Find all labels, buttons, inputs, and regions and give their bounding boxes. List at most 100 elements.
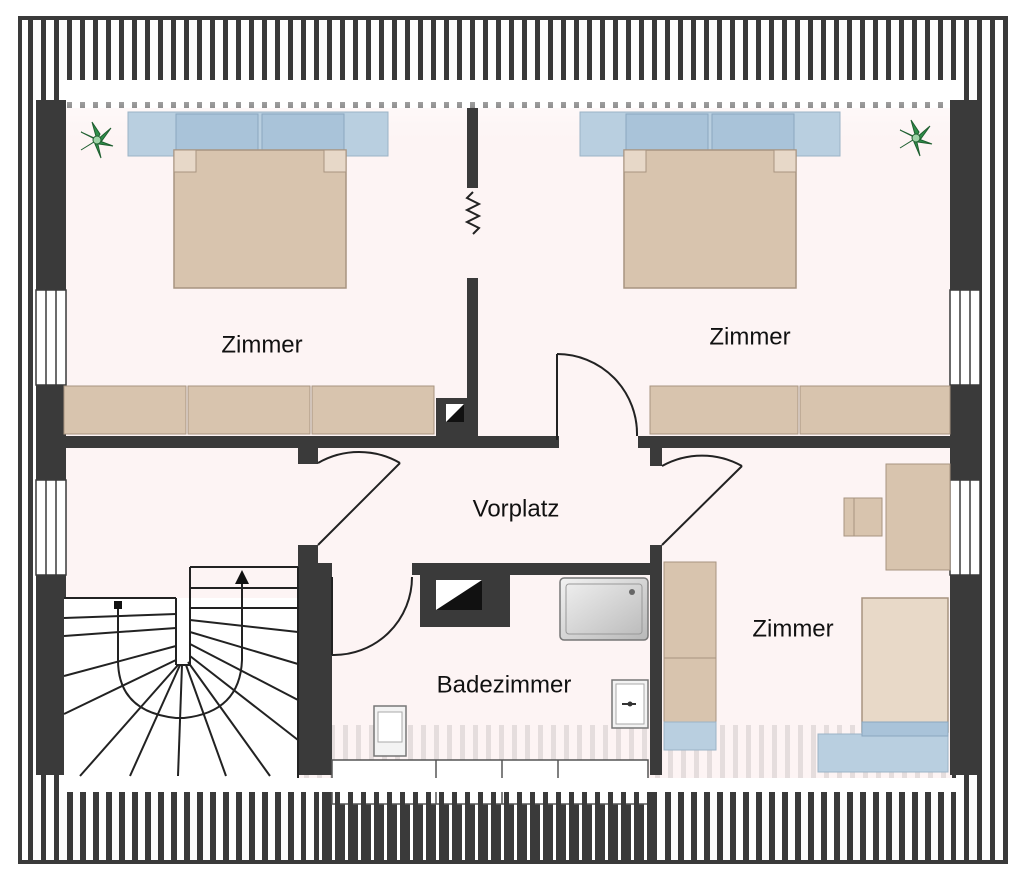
eave-stripe (473, 725, 478, 778)
roof-stripe (478, 790, 483, 862)
eave-stripe (330, 725, 335, 778)
eave-stripe (707, 725, 712, 778)
roof-stripe (582, 790, 587, 862)
roof-stripe (146, 790, 151, 862)
eave-stripe (538, 725, 543, 778)
windows (35, 289, 981, 576)
roof-stripe (692, 790, 697, 862)
stair-tread (189, 631, 299, 665)
roof-stripe (400, 790, 405, 862)
roof-stripe (809, 790, 814, 862)
roof-stripe (530, 790, 535, 862)
partition-zigzag (464, 191, 482, 235)
roof-stripe (94, 790, 99, 862)
eave-stripe (759, 725, 764, 778)
roof-stripe (861, 790, 866, 862)
bedroom-top-left (63, 111, 435, 435)
eave-stripe (486, 725, 491, 778)
roof-stripe (465, 790, 470, 862)
eave-stripe (785, 725, 790, 778)
roof-stripe (289, 790, 294, 862)
roof-stripe (224, 790, 229, 862)
stair-tread (177, 664, 183, 777)
roof-stripe (608, 790, 613, 862)
roof-stripe (926, 790, 931, 862)
roof-stripe (731, 790, 736, 862)
outer-walls (36, 100, 980, 775)
stair-tread (129, 664, 181, 777)
roof-stripe (887, 790, 892, 862)
roof-stripe (276, 790, 281, 862)
eave-stripe (343, 725, 348, 778)
roof-stripe (718, 790, 723, 862)
arrow-up-icon (235, 570, 249, 584)
plant-icon (80, 121, 114, 159)
room-label-zimmer-top-right: Zimmer (709, 323, 790, 350)
roof-stripe (68, 790, 73, 862)
eave-stripe (551, 725, 556, 778)
roof-stripe (569, 790, 574, 862)
roof-stripe (517, 790, 522, 862)
eave-stripe (564, 725, 569, 778)
eave-stripe (447, 725, 452, 778)
stair-tread (189, 655, 299, 741)
roof-stripe (185, 790, 190, 862)
roof-stripe (647, 790, 652, 862)
eave-stripe (525, 725, 530, 778)
roof-stripe (263, 790, 268, 862)
roof-band-bottom (60, 778, 956, 792)
eave-stripe (746, 725, 751, 778)
eave-stripe (460, 725, 465, 778)
eave-stripe (356, 725, 361, 778)
room-label-zimmer-bottom-right: Zimmer (752, 615, 833, 642)
roof-stripe (452, 790, 457, 862)
eave-stripe (577, 725, 582, 778)
eave-stripe (512, 725, 517, 778)
roof-stripe (198, 790, 203, 862)
roof-stripe (848, 790, 853, 862)
roof-stripe (595, 790, 600, 862)
roof-stripe (1003, 18, 1008, 862)
eave-stripe (772, 725, 777, 778)
roof-stripe (504, 790, 509, 862)
room-label-vorplatz: Vorplatz (473, 495, 560, 522)
roof-stripe (543, 790, 548, 862)
roof-stripe (159, 790, 164, 862)
eave-stripe (590, 725, 595, 778)
stair-start-marker (114, 601, 122, 609)
roof-stripe (666, 790, 671, 862)
eave-stripe (811, 725, 816, 778)
roof-band (60, 80, 956, 102)
stair-tread (187, 661, 271, 777)
door-swings (317, 353, 743, 657)
roof-stripe (322, 790, 327, 862)
roof-stripe (81, 790, 86, 862)
roof-stripe (426, 790, 431, 862)
roof-stripe (413, 790, 418, 862)
room-label-zimmer-top-left: Zimmer (221, 331, 302, 358)
eave-stripe (629, 725, 634, 778)
roof-stripe (361, 790, 366, 862)
eave-stripe (720, 725, 725, 778)
roof-stripe (120, 790, 125, 862)
roof-stripe (556, 790, 561, 862)
stair-tread (63, 645, 177, 677)
eave-stripe (668, 725, 673, 778)
stair-tread (185, 664, 227, 777)
roof-stripe (796, 790, 801, 862)
stair-tread (79, 664, 179, 777)
roof-stripe (107, 790, 112, 862)
roof-stripe (900, 790, 905, 862)
roof-stripe (211, 790, 216, 862)
roof-stripe (335, 790, 340, 862)
chimney-icon (436, 398, 470, 436)
roof-stripe (237, 790, 242, 862)
roof-stripe (990, 18, 995, 862)
roof-stripe (822, 790, 827, 862)
eave-stripe (642, 725, 647, 778)
roof-stripe (835, 790, 840, 862)
eave-stripe (499, 725, 504, 778)
roof-stripe (250, 790, 255, 862)
stair-tread (63, 659, 177, 715)
eave-stripe (369, 725, 374, 778)
